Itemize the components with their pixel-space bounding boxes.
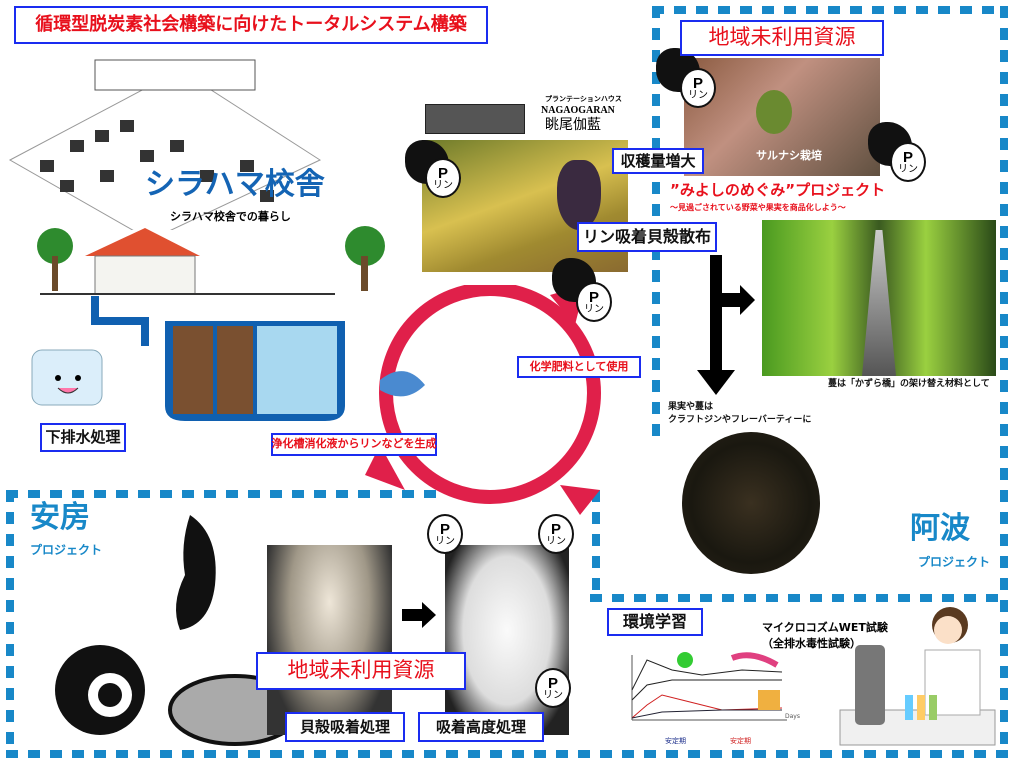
septic-tank-illustration — [37, 226, 385, 421]
shells-in-pot-photo — [267, 545, 392, 735]
shirahama-title: シラハマ校舎 — [145, 167, 325, 202]
boso-name-sub: プロジェクト — [30, 543, 103, 557]
branch-arrow — [697, 255, 755, 395]
phosphorus-generation-label: 浄化槽消化液からリンなどを生成 — [271, 433, 437, 456]
bridge-caption: 蔓は「かずら橋」の架け替え材料として — [828, 379, 990, 389]
fish-icon — [380, 371, 425, 397]
bottom-frame — [6, 750, 1008, 758]
awa-resource-title: 地域未利用資源 — [680, 20, 884, 56]
shirahama-subtitle: シラハマ校舎での暮らし — [170, 210, 291, 223]
miyoshi-project-subtitle: ～見過ごされている野菜や果実を商品化しよう～ — [670, 203, 846, 212]
wet-test-title: マイクロコズムWET試験 — [762, 621, 888, 634]
env-frame-top — [590, 594, 1008, 602]
lobster-icon — [176, 515, 216, 630]
chart-phase-2: 安定期 — [730, 737, 751, 745]
miyoshi-project-title: ”みよしのめぐみ”プロジェクト — [670, 181, 886, 199]
flavor-tea-photo — [682, 432, 820, 574]
chart-x-unit: Days — [785, 713, 800, 720]
wastewater-treatment-label: 下排水処理 — [40, 423, 126, 452]
turban-shell-icon — [55, 645, 145, 735]
sarunashi-photo: サルナシ栽培 — [684, 58, 880, 176]
microcosm-chart — [631, 652, 787, 721]
wet-test-subtitle: （全排水毒性試験） — [762, 637, 861, 650]
harvest-increase-label: 収穫量増大 — [612, 148, 704, 174]
brand-small: プランテーションハウス — [545, 95, 622, 103]
advanced-adsorption-label: 吸着高度処理 — [418, 712, 544, 742]
campus-map-illustration — [8, 59, 322, 230]
sarunashi-caption: サルナシ栽培 — [756, 149, 822, 162]
tea-caption-line2: クラフトジンやフレーバーティーに — [668, 415, 812, 425]
env-learning-title: 環境学習 — [607, 608, 703, 636]
boso-frame-left — [6, 490, 14, 758]
awa-frame-right — [1000, 6, 1008, 758]
awa-frame-top — [652, 6, 1008, 14]
shell-spreading-label: リン吸着貝殻散布 — [577, 222, 717, 252]
blower-mascot-icon — [31, 349, 103, 406]
process-arrow — [402, 602, 436, 628]
boso-resource-title: 地域未利用資源 — [256, 652, 466, 690]
grapes — [557, 160, 601, 230]
awa-name-sub: プロジェクト — [918, 555, 991, 569]
chart-phase-1: 安定期 — [665, 737, 686, 745]
brand-jp: 眺尾伽藍 — [545, 118, 601, 133]
fertilizer-use-label: 化学肥料として使用 — [517, 356, 641, 378]
boso-frame-top — [6, 490, 446, 498]
page-title: 循環型脱炭素社会構築に向けたトータルシステム構築 — [14, 6, 488, 44]
boso-name: 安房 — [30, 500, 90, 535]
kazura-bridge-photo — [762, 220, 996, 376]
tea-caption-line1: 果実や蔓は — [668, 402, 714, 412]
brand-en: NAGAOGARAN — [541, 105, 615, 116]
bridge-deck — [862, 230, 896, 376]
awa-frame-left-lower — [592, 490, 600, 598]
nagaogaran-logo: プランテーションハウス NAGAOGARAN 眺尾伽藍 — [425, 96, 622, 140]
plantation-house-icon — [425, 104, 525, 134]
awa-name: 阿波 — [910, 511, 970, 546]
scientist-microscope-illustration — [839, 607, 996, 746]
sarunashi-fruit — [756, 90, 792, 134]
vineyard-photo — [422, 140, 628, 272]
shell-adsorption-label: 貝殻吸着処理 — [285, 712, 405, 742]
